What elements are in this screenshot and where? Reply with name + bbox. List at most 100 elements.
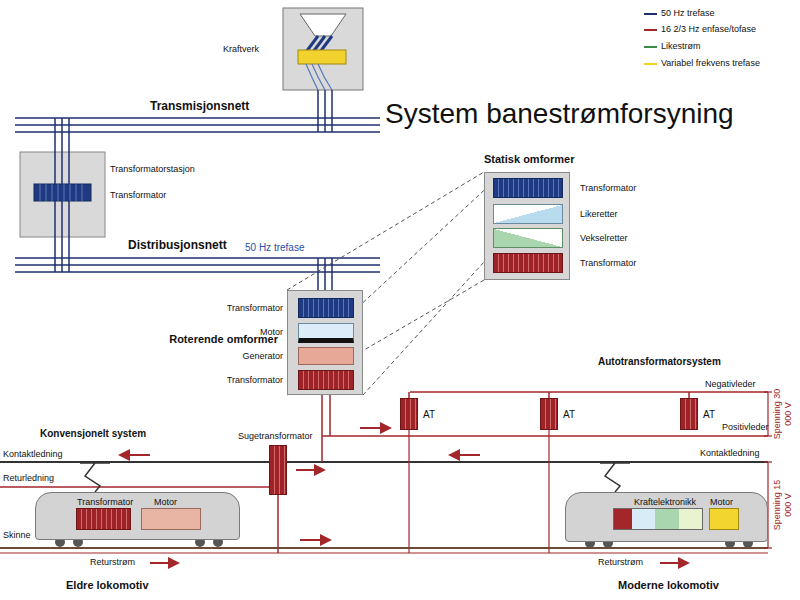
transformer-station-part: [40, 184, 82, 201]
autotransformer: AT: [680, 398, 698, 430]
transformer-station-part-part: [64, 184, 65, 201]
pantographs-part: [600, 463, 630, 492]
modern-locomotive: Moderne lokomotivKraftelektronikkMotor: [565, 492, 768, 542]
text-label: Transmisjonsnett: [150, 99, 249, 113]
transformer-station-part-part: [70, 184, 71, 201]
transmission-grid-part: [324, 90, 326, 132]
feeder-lines-part: [321, 394, 323, 462]
voltage-brackets-part: [764, 547, 772, 548]
feeder-lines-part: [0, 486, 278, 488]
node-label: Kraftverk: [223, 44, 259, 55]
feeder-lines-part: [322, 435, 768, 437]
text-label: Returledning: [3, 473, 54, 484]
text-label: Autotransformatorsystem: [598, 356, 721, 367]
text-label: Returstrøm: [90, 557, 135, 568]
node-label: Vekselretter: [580, 233, 628, 244]
pantographs-part: [80, 463, 110, 492]
motor-block: Motor: [709, 508, 739, 530]
current-arrows-part: [360, 427, 390, 429]
node-label: Transformator: [580, 258, 636, 269]
inverter-block: Vekselretter: [493, 228, 563, 248]
current-arrows-part: [296, 469, 324, 471]
legend-swatch: [644, 46, 657, 48]
rectifier-block: Likeretter: [493, 204, 563, 224]
transmission-grid-part: [331, 90, 333, 132]
feeder-lines-part: [0, 461, 768, 463]
node-label: Transformator: [77, 497, 133, 508]
legend-swatch: [644, 29, 657, 31]
power-plant-part-part: [306, 64, 318, 90]
node-label: Motor: [710, 497, 733, 508]
transformer-block: Transformator: [298, 298, 354, 318]
booster-transformer: Sugetransformator: [269, 445, 287, 495]
transformer-block: Transformator: [298, 370, 354, 390]
transformer-station: TransformatorstasjonTransformator: [20, 152, 105, 237]
converter-guides-part: [363, 262, 484, 395]
transformer-station-part-part: [40, 184, 41, 201]
node-label: Transformator: [227, 303, 283, 314]
distribution-grid: [15, 258, 380, 292]
current-arrows-part: [120, 454, 150, 456]
node-label: Transformator: [580, 183, 636, 194]
transformer-station: [20, 118, 105, 272]
converter-guides-part: [287, 280, 484, 395]
converter-guides-part: [287, 172, 484, 290]
motor-block: Motor: [141, 508, 201, 530]
node-label: Motor: [154, 497, 177, 508]
legend-swatch: [644, 13, 657, 15]
pantographs: [80, 463, 630, 492]
power-plant-part-part: [312, 64, 325, 90]
power-plant-part: [306, 64, 332, 90]
feeder-lines: [0, 392, 768, 553]
power-plant-part-part: [318, 64, 332, 90]
feeder-lines-part: [548, 430, 549, 553]
feeder-lines-part: [329, 394, 331, 436]
node-label: Generator: [242, 351, 283, 362]
generator-block: Generator: [298, 347, 354, 365]
feeder-lines-part: [0, 552, 768, 553]
voltage-brackets-part: [764, 435, 772, 436]
transformer-station-part: [34, 184, 91, 201]
node-label: Statisk omformer: [484, 153, 574, 166]
autotransformer: AT: [400, 398, 418, 430]
transformer-station-part-part: [58, 184, 59, 201]
text-label: Kontaktledning: [3, 449, 63, 460]
transformer-station-part-part: [52, 184, 53, 201]
current-arrows-part: [150, 562, 178, 564]
voltage-brackets-part: [764, 391, 772, 392]
power-electronics: Kraftelektronikk: [613, 508, 703, 530]
node-label: AT: [703, 409, 715, 420]
node-label: Kraftelektronikk: [634, 497, 696, 508]
power-plant-part: [283, 8, 363, 90]
text-label: Distribusjonsnett: [128, 238, 227, 252]
node-label: Transformatorstasjon: [110, 164, 195, 175]
node-label: Likeretter: [580, 209, 618, 220]
text-label: Kontaktledning: [700, 448, 760, 459]
voltage-label: Spenning 30 000 V: [772, 387, 794, 441]
node-label: AT: [563, 409, 575, 420]
rotary-converter: Roterende omformerTransformatorMotorGene…: [287, 290, 363, 395]
feeder-lines-part: [410, 391, 768, 393]
text-label: Konvensjonelt system: [40, 428, 146, 439]
text-label: Negativleder: [705, 379, 756, 390]
diagram-title: System banestrømforsyning: [385, 98, 734, 130]
transmission-grid-part: [317, 90, 319, 132]
node-label: Transformator: [227, 375, 283, 386]
transformer-station-part-part: [76, 184, 77, 201]
old-locomotive: Eldre lokomotivTransformatorMotor: [35, 492, 240, 540]
text-label: 50 Hz trefase: [245, 242, 304, 253]
node-label: Motor: [260, 327, 283, 338]
current-arrows-part: [300, 539, 330, 541]
transformer-station-part-part: [46, 184, 47, 201]
transformer-station-part-part: [82, 184, 83, 201]
transformer-block: Transformator: [76, 508, 131, 530]
text-label: Skinne: [3, 530, 31, 541]
legend-text: Likestrøm: [661, 41, 701, 52]
current-arrows-part: [450, 454, 480, 456]
dashed-connector: [363, 190, 484, 302]
power-plant-part: [298, 50, 346, 64]
power-plant: Kraftverk: [283, 8, 363, 90]
text-label: Returstrøm: [598, 557, 643, 568]
distribution-grid-part: [324, 258, 326, 292]
